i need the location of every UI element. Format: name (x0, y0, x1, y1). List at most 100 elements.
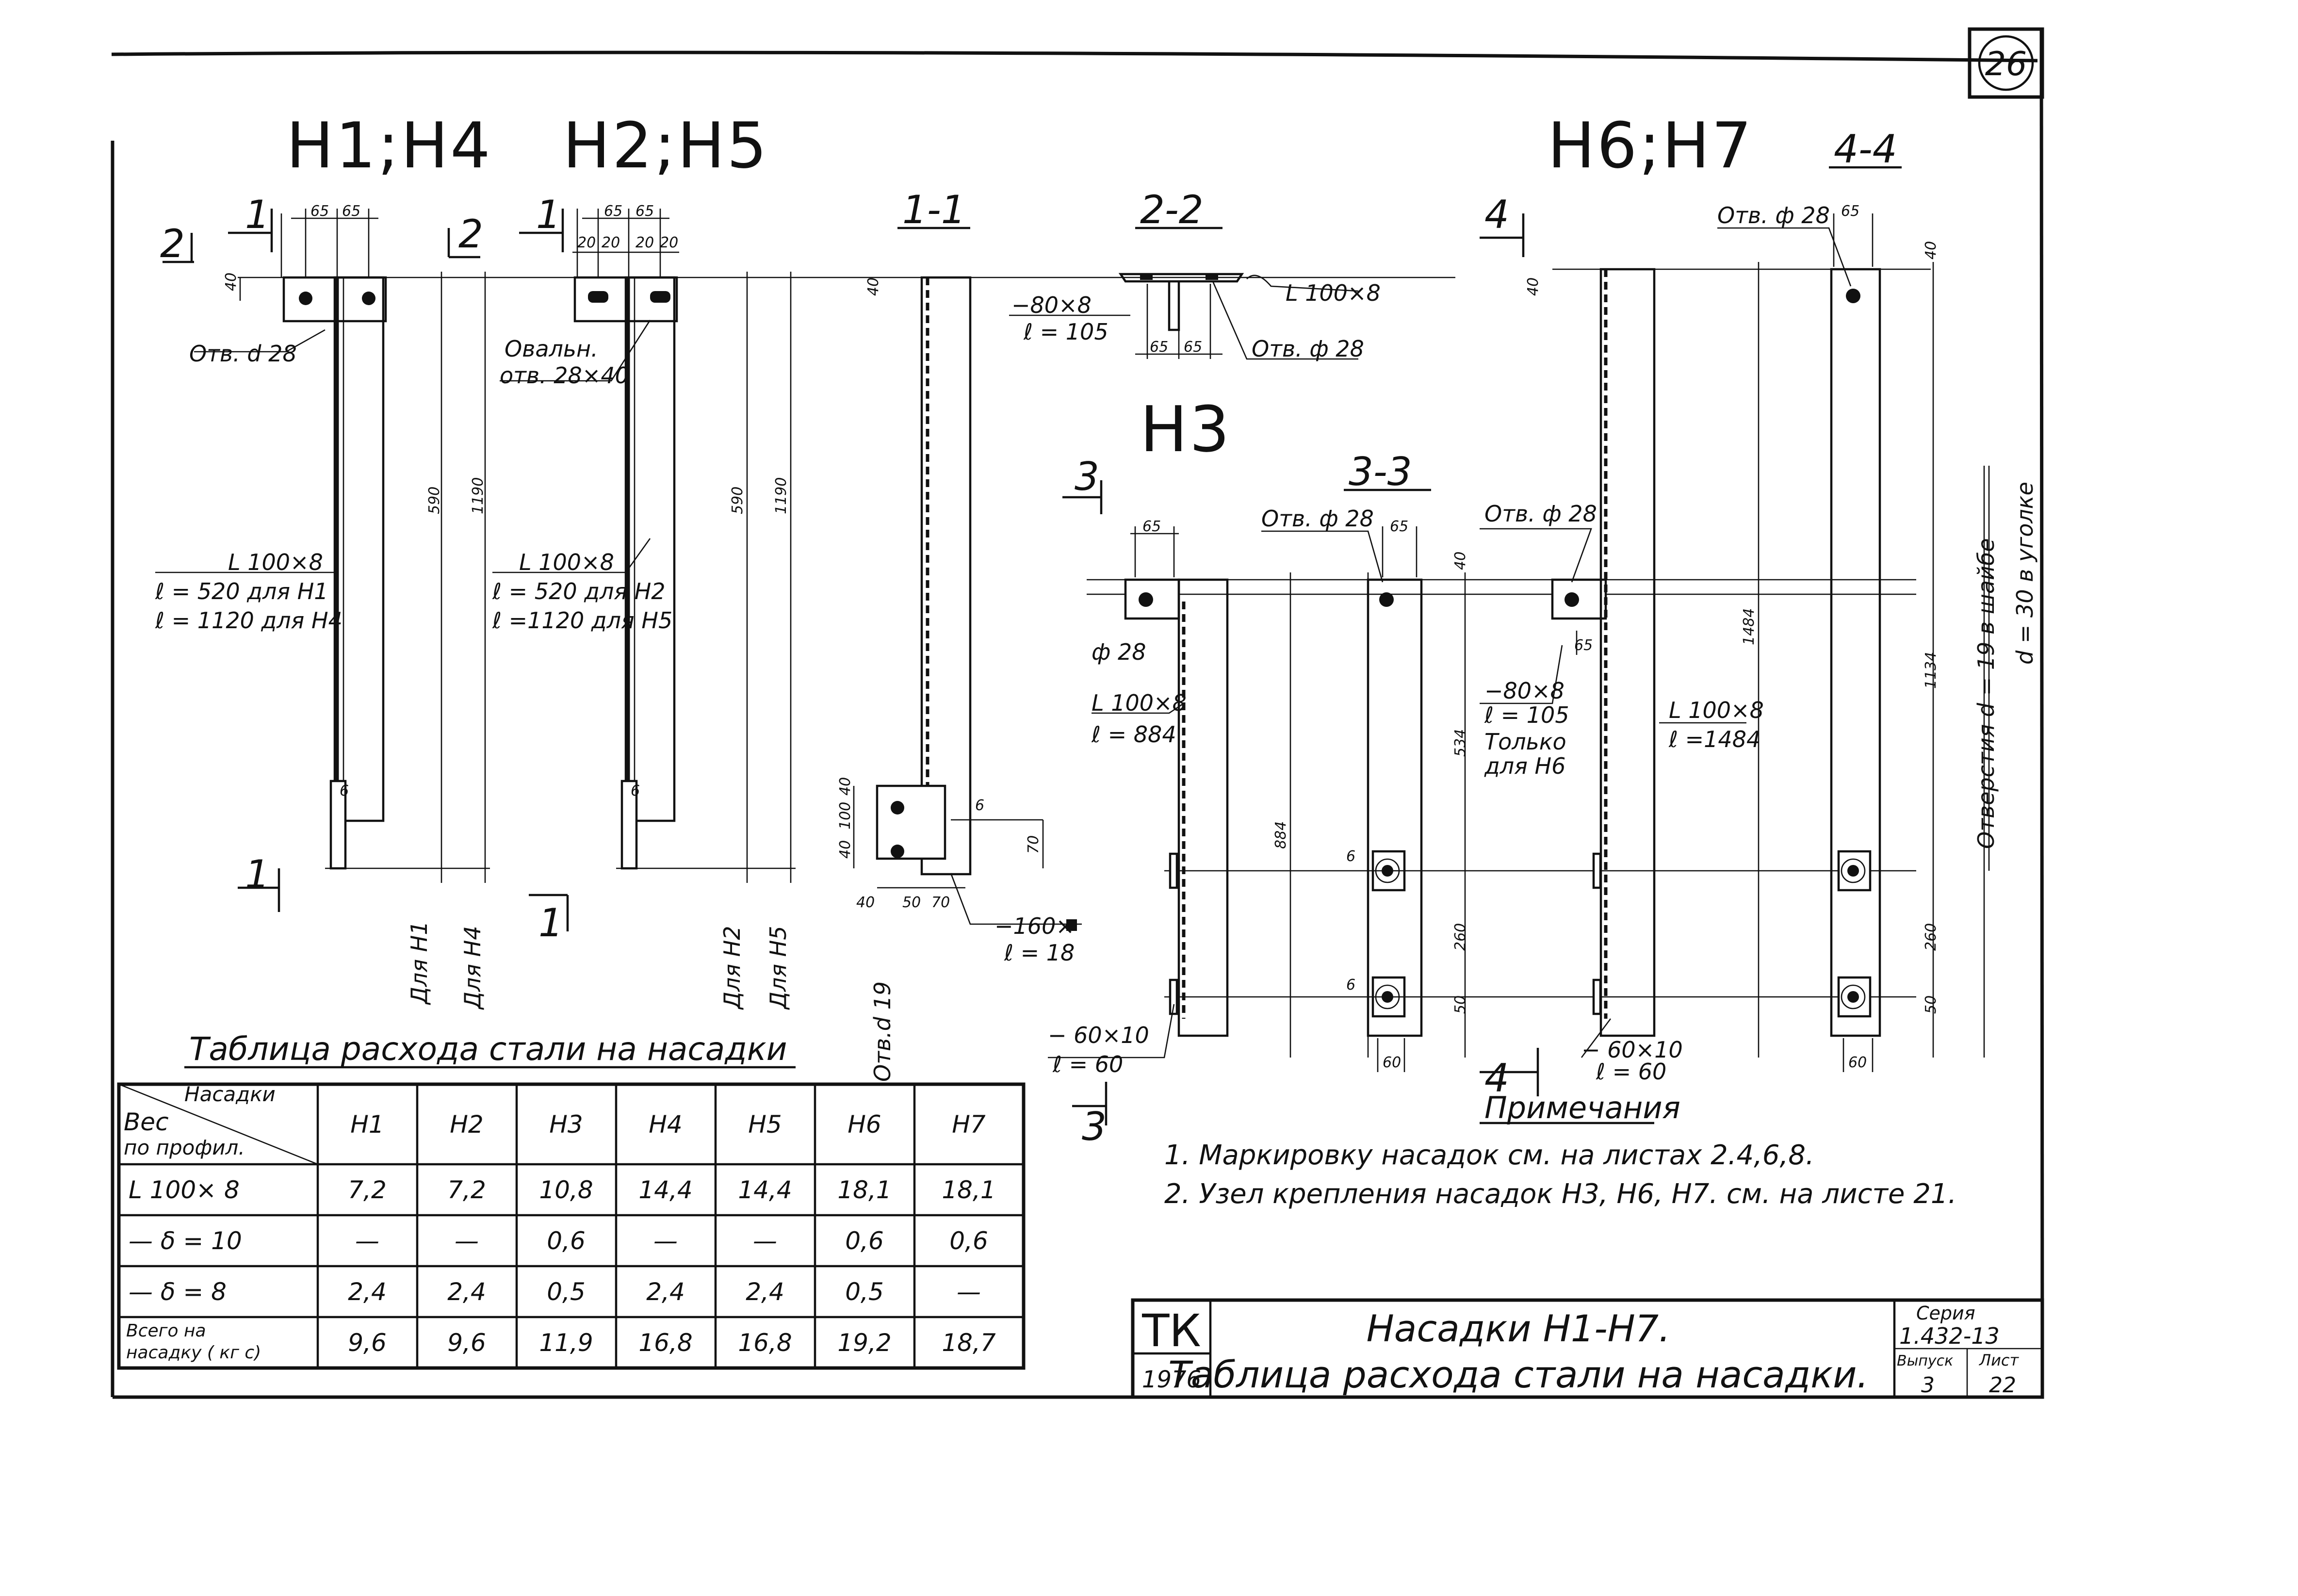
svg-text:65: 65 (1390, 518, 1408, 535)
drawing-section-1-1: 40 100 40 40 50 70 70 6 40 −160× ℓ = 18 … (837, 276, 1082, 1082)
svg-text:60: 60 (1848, 1054, 1867, 1071)
svg-text:0,6: 0,6 (845, 1227, 884, 1255)
svg-text:L 100×8: L 100×8 (1669, 697, 1764, 723)
svg-text:Лист: Лист (1979, 1351, 2019, 1369)
svg-text:65: 65 (1841, 203, 1859, 220)
svg-text:0,6: 0,6 (949, 1227, 988, 1255)
svg-text:65: 65 (604, 203, 622, 220)
drawing-h6-h7: 1484 1134 260 50 40 65 60 40 Отв. ф 28 L… (1525, 202, 2038, 1085)
svg-text:3: 3 (1082, 1104, 1107, 1149)
title-h2-h5: Н2;Н5 (563, 109, 769, 182)
steel-table: Таблица расхода стали на насадки Насадки… (117, 1030, 1026, 1370)
svg-text:—: — (957, 1278, 981, 1306)
svg-text:0,5: 0,5 (547, 1278, 586, 1306)
svg-text:1: 1 (536, 192, 561, 237)
svg-text:−80×8: −80×8 (1484, 678, 1565, 704)
svg-text:590: 590 (426, 487, 443, 514)
svg-text:534: 534 (1452, 729, 1469, 757)
svg-text:9,6: 9,6 (348, 1329, 387, 1357)
svg-text:20: 20 (577, 234, 596, 251)
svg-text:1190: 1190 (470, 477, 487, 514)
svg-text:18,1: 18,1 (942, 1176, 995, 1204)
svg-text:2: 2 (160, 221, 185, 266)
svg-text:Насадки: Насадки (184, 1082, 276, 1106)
svg-text:16,8: 16,8 (738, 1329, 792, 1357)
svg-text:Для Н4: Для Н4 (459, 926, 486, 1010)
svg-text:100: 100 (837, 802, 854, 830)
title-h6-h7: Н6;Н7 (1548, 109, 1754, 182)
table-title: Таблица расхода стали на насадки (189, 1030, 787, 1068)
svg-text:Для Н1: Для Н1 (406, 921, 432, 1006)
svg-text:L 100× 8: L 100× 8 (129, 1176, 240, 1204)
svg-text:65: 65 (1150, 339, 1168, 356)
sheet-frame: 26 (111, 27, 2044, 1399)
svg-text:1190: 1190 (773, 477, 790, 514)
svg-text:1484: 1484 (1741, 608, 1758, 645)
section-4-4: 4-4 (1834, 127, 1897, 172)
svg-text:ℓ = 520 для Н1: ℓ = 520 для Н1 (155, 578, 328, 604)
svg-text:40: 40 (223, 273, 240, 291)
sheet-badge: 26 (1985, 45, 2027, 83)
svg-text:Для Н5: Для Н5 (765, 926, 791, 1010)
svg-text:6: 6 (1346, 977, 1355, 993)
cut-marks: 2 1 2 1 1 1 3 3 4 4 (160, 192, 1539, 1149)
svg-text:Отв.d 19: Отв.d 19 (869, 981, 896, 1082)
svg-text:Отв. ф 28: Отв. ф 28 (1252, 336, 1364, 362)
svg-text:ф 28: ф 28 (1092, 639, 1146, 665)
svg-text:18,1: 18,1 (837, 1176, 891, 1204)
svg-text:— δ = 10: — δ = 10 (129, 1227, 242, 1255)
svg-text:для Н6: для Н6 (1484, 753, 1565, 779)
svg-text:ℓ = 884: ℓ = 884 (1091, 721, 1176, 748)
svg-text:ℓ = 60: ℓ = 60 (1596, 1059, 1666, 1085)
svg-text:20: 20 (636, 234, 654, 251)
svg-text:0,6: 0,6 (547, 1227, 586, 1255)
svg-text:260: 260 (1923, 923, 1939, 951)
drawing-h1-h4: 65 65 40 590 1190 6 Отв. d 28 L 100×8 ℓ … (155, 203, 1455, 1010)
drawing-h3: 65 65 40 534 884 260 50 6 6 60 Отв. ф 28… (1048, 501, 1916, 1077)
note-1: 1. Маркировку насадок см. на листах 2.4,… (1164, 1140, 1814, 1171)
svg-text:3: 3 (1075, 454, 1099, 499)
svg-text:40: 40 (856, 894, 875, 911)
svg-text:Отв. ф 28: Отв. ф 28 (1484, 501, 1597, 527)
svg-text:9,6: 9,6 (447, 1329, 486, 1357)
svg-text:16,8: 16,8 (638, 1329, 692, 1357)
svg-text:20: 20 (660, 234, 678, 251)
svg-text:22: 22 (1989, 1373, 2016, 1398)
svg-text:7,2: 7,2 (447, 1176, 486, 1204)
title-block: ТК 1976 Насадки Н1-Н7. Таблица расхода с… (1131, 1298, 2044, 1399)
svg-text:65: 65 (636, 203, 654, 220)
svg-text:−80×8: −80×8 (1011, 292, 1092, 318)
svg-text:1134: 1134 (1923, 652, 1939, 689)
svg-text:18,7: 18,7 (942, 1329, 996, 1357)
svg-text:2,4: 2,4 (646, 1278, 685, 1306)
section-2-2: 2-2 (1140, 187, 1204, 232)
note-2: 2. Узел крепления насадок Н3, Н6, Н7. см… (1164, 1178, 1956, 1210)
svg-text:10,8: 10,8 (539, 1176, 593, 1204)
svg-text:2,4: 2,4 (447, 1278, 486, 1306)
svg-text:40: 40 (1923, 241, 1939, 260)
svg-text:590: 590 (729, 487, 746, 514)
svg-text:6: 6 (1346, 848, 1355, 865)
svg-text:Отв. d 28: Отв. d 28 (189, 341, 297, 367)
svg-text:Отв. ф 28: Отв. ф 28 (1717, 202, 1830, 228)
svg-text:—: — (753, 1227, 777, 1255)
svg-text:0,5: 0,5 (845, 1278, 884, 1306)
svg-text:19,2: 19,2 (837, 1329, 891, 1357)
svg-text:65: 65 (310, 203, 329, 220)
drawing-name-1: Насадки Н1-Н7. (1367, 1307, 1671, 1350)
svg-text:—: — (653, 1227, 678, 1255)
svg-text:Отверстия d = 19 в шайбе: Отверстия d = 19 в шайбе (1973, 538, 1999, 849)
svg-text:− 60×10: − 60×10 (1581, 1037, 1683, 1063)
svg-text:Выпуск: Выпуск (1897, 1352, 1953, 1369)
section-headers: 1-1 2-2 3-3 4-4 (897, 127, 1902, 494)
svg-text:65: 65 (1574, 637, 1593, 654)
svg-text:L 100×8: L 100×8 (1286, 280, 1381, 306)
svg-text:Н3: Н3 (549, 1110, 583, 1139)
svg-text:14,4: 14,4 (738, 1176, 792, 1204)
drawing-name-2: Таблица расхода стали на насадки. (1168, 1353, 1868, 1396)
svg-text:Н4: Н4 (649, 1110, 682, 1139)
sheet-badge-circle (1978, 35, 2034, 91)
svg-text:отв. 28×40: отв. 28×40 (500, 362, 629, 389)
svg-text:−160×: −160× (994, 913, 1075, 939)
svg-text:6: 6 (975, 797, 984, 814)
